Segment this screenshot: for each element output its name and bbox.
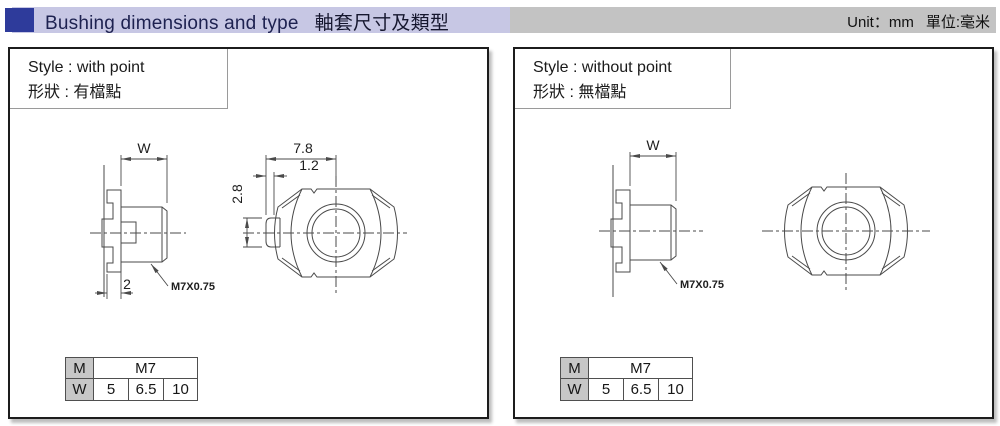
header-accent-square-icon [5,8,34,32]
dim-point-offset-label: 7.8 [293,140,313,156]
panel-with-point: Style : with point 形狀 : 有檔點 [8,47,489,419]
dim-point-depth-label: 1.2 [299,157,319,173]
unit-label: Unit：mm 單位:毫米 [847,11,990,32]
style-label-zh: 形狀 : 有檔點 [28,84,122,101]
bushing-side-view [90,155,186,299]
style-box: Style : without point 形狀 : 無檔點 [515,49,731,109]
unit-label-en: Unit：mm [847,14,914,31]
without-point-drawing: W M7X0.75 [599,137,930,297]
table-m-value: M7 [93,357,198,379]
dim-w-label: W [137,140,151,156]
table-w-value: 10 [163,378,198,401]
with-point-drawing: W 2 M7X0.75 [90,140,407,299]
table-m-header: M [560,357,589,379]
style-label-en: Style : with point [28,59,145,76]
thread-label: M7X0.75 [680,279,724,291]
header-band-gray [510,7,996,33]
style-label-en: Style : without point [533,59,672,76]
table-m-header: M [65,357,94,379]
table-w-header: W [560,378,589,401]
bushing-front-view [243,155,407,296]
dim-point-height-label: 2.8 [229,184,245,204]
bushing-front-view [762,173,930,293]
unit-label-zh: 單位:毫米 [925,14,990,31]
size-table: M M7 W 5 6.5 10 [65,357,198,401]
dim-flange-label: 2 [123,276,131,292]
header-band [12,7,510,33]
dim-w-label: W [646,137,660,153]
panel-without-point: Style : without point 形狀 : 無檔點 [513,47,994,419]
table-w-value: 5 [588,378,624,401]
style-box: Style : with point 形狀 : 有檔點 [10,49,228,109]
page-title-en: Bushing dimensions and type [45,13,299,34]
table-w-value: 6.5 [623,378,659,401]
style-label-zh: 形狀 : 無檔點 [533,84,627,101]
page-title-zh: 軸套尺寸及類型 [314,13,450,34]
thread-label: M7X0.75 [171,281,215,293]
table-w-header: W [65,378,94,401]
table-w-value: 10 [658,378,693,401]
size-table: M M7 W 5 6.5 10 [560,357,693,401]
table-m-value: M7 [588,357,693,379]
table-w-value: 6.5 [128,378,164,401]
page-title: Bushing dimensions and type 軸套尺寸及類型 [45,8,449,35]
table-w-value: 5 [93,378,129,401]
bushing-side-view [599,152,703,297]
